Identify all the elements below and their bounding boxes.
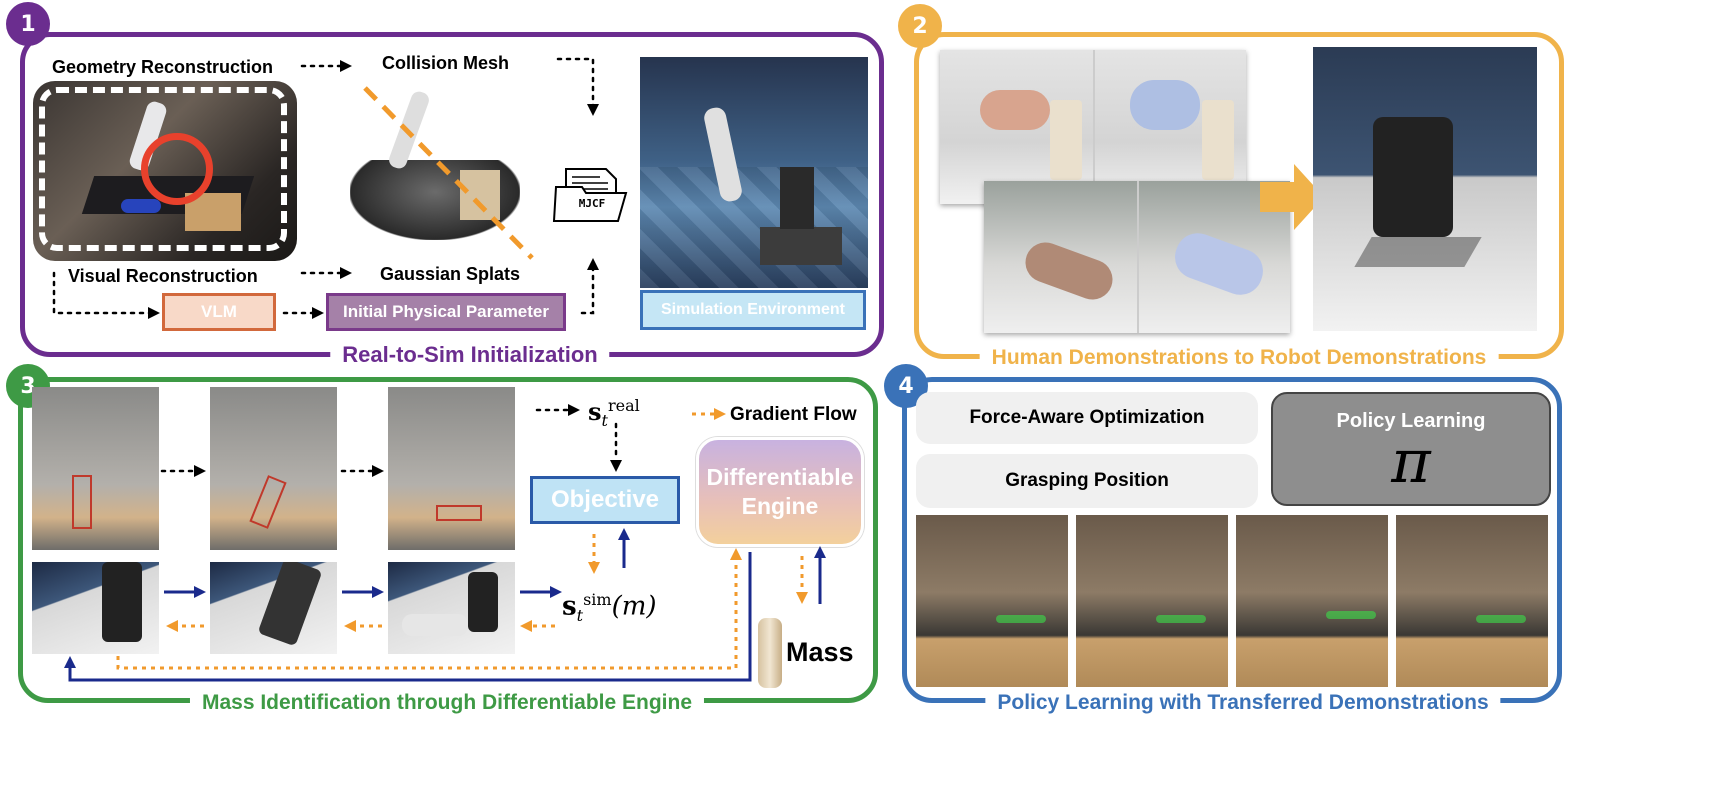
mjcf-file-icon — [552, 168, 628, 222]
differentiable-engine-box: Differentiable Engine — [696, 437, 864, 547]
sim-frame-3 — [388, 562, 515, 654]
geometry-reconstruction-label: Geometry Reconstruction — [52, 57, 274, 77]
human-demo-photo-1 — [940, 50, 1246, 204]
policy-rollout-2 — [1076, 515, 1228, 687]
sim-frame-1 — [32, 562, 159, 654]
panel-3-arrows — [64, 404, 826, 682]
robot-demo-render — [1313, 47, 1537, 331]
split-dashed-line — [363, 86, 534, 260]
s-real-label: streal — [588, 396, 640, 430]
panel-3-title: Mass Identification through Differentiab… — [189, 690, 705, 716]
s-sim-label: stsim(m) — [562, 590, 657, 625]
panel-2-badge: 2 — [898, 4, 942, 48]
initial-physical-parameter-box: Initial Physical Parameter — [326, 293, 566, 331]
retarget-arrow — [1260, 164, 1324, 230]
simulation-environment-box: Simulation Environment — [640, 290, 866, 330]
human-demo-photo-2 — [984, 181, 1290, 333]
pi-symbol: π — [1391, 427, 1431, 497]
panel-4-title: Policy Learning with Transferred Demonst… — [985, 690, 1501, 716]
grasping-position-box: Grasping Position — [916, 454, 1258, 508]
gaussian-splats-label: Gaussian Splats — [380, 264, 521, 284]
visual-reconstruction-label: Visual Reconstruction — [68, 266, 258, 286]
panel-2-title: Human Demonstrations to Robot Demonstrat… — [979, 345, 1499, 371]
mesh-splats-image — [340, 80, 540, 260]
panel-1-arrows — [52, 57, 599, 319]
real-frame-2 — [210, 387, 337, 550]
gradient-flow-label: Gradient Flow — [730, 404, 857, 425]
policy-rollout-4 — [1396, 515, 1548, 687]
vlm-box: VLM — [162, 293, 276, 331]
panel-1-badge: 1 — [6, 2, 50, 46]
panel-1-title: Real-to-Sim Initialization — [330, 342, 610, 368]
simulation-render — [640, 57, 868, 288]
real-frame-1 — [32, 387, 159, 550]
collision-mesh-label: Collision Mesh — [382, 53, 510, 73]
mjcf-label: MJCF — [578, 197, 606, 210]
mass-label: Mass — [786, 637, 854, 667]
force-aware-optimization-box: Force-Aware Optimization — [916, 392, 1258, 444]
policy-rollout-1 — [916, 515, 1068, 687]
sim-frame-2 — [210, 562, 337, 654]
policy-learning-box: Policy Learning π — [1271, 392, 1551, 506]
objective-box: Objective — [530, 476, 680, 524]
mass-object-image — [758, 618, 782, 688]
real-frame-3 — [388, 387, 515, 550]
policy-learning-label: Policy Learning — [1336, 410, 1486, 432]
policy-rollout-3 — [1236, 515, 1388, 687]
real-scene-photo — [33, 81, 297, 261]
